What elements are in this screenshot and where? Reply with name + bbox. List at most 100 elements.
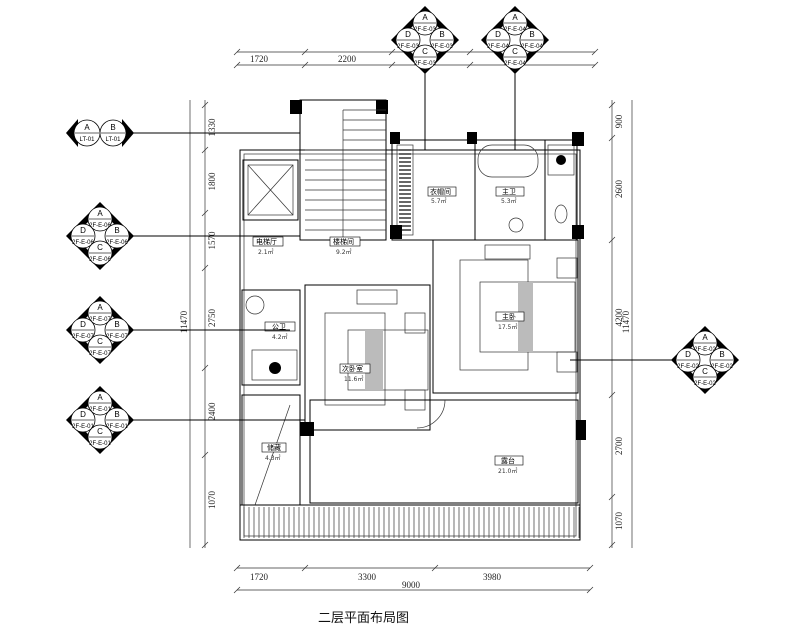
callout-letter: A xyxy=(97,303,103,312)
callout-code: 2F-E-02 xyxy=(677,364,699,370)
callout-code: 2F-E-01 xyxy=(72,424,94,430)
dim-bottom-1: 1720 xyxy=(250,572,269,582)
svg-text:电梯厅: 电梯厅 xyxy=(256,237,277,246)
callout-letter: A xyxy=(97,393,103,402)
room-label-storage: 储藏 4.3㎡ xyxy=(261,442,287,462)
dimension-value: 1570 xyxy=(207,231,217,250)
callout-letter: A xyxy=(422,13,428,22)
svg-text:储藏: 储藏 xyxy=(267,443,281,452)
callout-code: 2F-E-06 xyxy=(89,257,111,263)
svg-text:4.3㎡: 4.3㎡ xyxy=(265,454,281,462)
callout-letter: C xyxy=(422,47,428,56)
callout-letter: D xyxy=(80,410,86,419)
callout-code: 2F-E-07 xyxy=(72,334,94,340)
dim-bottom-3: 3980 xyxy=(483,572,502,582)
callout-letter: B xyxy=(114,320,119,329)
dim-top-1: 1720 xyxy=(250,54,269,64)
callout-letter: D xyxy=(495,30,501,39)
dim-top-2: 2200 xyxy=(338,54,357,64)
dim-bottom-2: 3300 xyxy=(358,572,377,582)
room-label-second-bedroom: 次卧室 11.6㎡ xyxy=(339,363,371,383)
callout-code: 2F-E-04 xyxy=(504,27,526,33)
callout-letter: B xyxy=(114,410,119,419)
building-walls xyxy=(239,99,586,541)
dimension-value: 1800 xyxy=(207,172,217,191)
svg-text:次卧室: 次卧室 xyxy=(342,364,363,373)
svg-text:露台: 露台 xyxy=(501,456,515,465)
dimension-total: 11470 xyxy=(179,310,189,333)
callout-code: LT-01 xyxy=(80,137,96,143)
callout-code: 2F-E-01 xyxy=(89,441,111,447)
svg-text:17.5㎡: 17.5㎡ xyxy=(498,323,517,331)
callout-letter: D xyxy=(80,226,86,235)
room-label-master-bedroom: 主卧 17.5㎡ xyxy=(495,311,525,331)
callout-letter: D xyxy=(685,350,691,359)
callout-code: 2F-E-06 xyxy=(106,240,128,246)
callout-letter: B xyxy=(439,30,444,39)
callout-code: 2F-E-06 xyxy=(72,240,94,246)
room-label-terrace: 露台 21.0㎡ xyxy=(494,455,524,475)
callout-code: 2F-E-03 xyxy=(414,61,436,67)
callout-code: 2F-E-06 xyxy=(89,223,111,229)
callout-code: 2F-E-02 xyxy=(694,381,716,387)
callout-code: 2F-E-01 xyxy=(89,407,111,413)
svg-text:5.7㎡: 5.7㎡ xyxy=(431,197,447,205)
room-label-master-bath: 主卫5.3㎡ xyxy=(495,186,525,205)
callout-letter: B xyxy=(719,350,724,359)
dimension-value: 1070 xyxy=(207,491,217,510)
callout-letter: C xyxy=(512,47,518,56)
dimension-value: 2750 xyxy=(207,309,217,328)
svg-text:4.2㎡: 4.2㎡ xyxy=(272,333,288,341)
callout-letter: C xyxy=(97,243,103,252)
room-label-bathroom: 公卫 4.2㎡ xyxy=(264,321,296,341)
callout-code: 2F-E-02 xyxy=(711,364,733,370)
callout-letter: A xyxy=(84,123,90,132)
svg-text:主卫: 主卫 xyxy=(502,187,516,196)
dimension-value: 2400 xyxy=(207,402,217,421)
svg-text:主卧: 主卧 xyxy=(502,312,516,321)
callout-code: 2F-E-03 xyxy=(431,44,453,50)
dim-bottom-total: 9000 xyxy=(402,580,421,590)
callout-code: 2F-E-04 xyxy=(487,44,509,50)
svg-text:9.2㎡: 9.2㎡ xyxy=(336,248,352,256)
callout-code: 2F-E-03 xyxy=(397,44,419,50)
callout-letter: D xyxy=(405,30,411,39)
dimension-total: 11470 xyxy=(621,310,631,333)
callout-code: 2F-E-07 xyxy=(89,351,111,357)
svg-text:21.0㎡: 21.0㎡ xyxy=(498,467,517,475)
svg-text:衣帽间: 衣帽间 xyxy=(430,187,451,196)
dimension-value: 2600 xyxy=(614,180,624,199)
dimension-value: 4200 xyxy=(614,308,624,327)
svg-text:公卫: 公卫 xyxy=(272,323,286,331)
dimension-value: 1330 xyxy=(207,118,217,137)
callout-letter: B xyxy=(529,30,534,39)
dimension-value: 900 xyxy=(614,114,624,128)
callout-letter: C xyxy=(702,367,708,376)
dimension-value: 1070 xyxy=(614,512,624,531)
callout-code: 2F-E-07 xyxy=(89,317,111,323)
svg-text:11.6㎡: 11.6㎡ xyxy=(344,375,363,383)
drawing-title: 二层平面布局图 xyxy=(318,611,410,626)
dimension-value: 2700 xyxy=(614,437,624,456)
callout-letter: C xyxy=(97,427,103,436)
callout-code: 2F-E-04 xyxy=(504,61,526,67)
callout-code: 2F-E-02 xyxy=(694,347,716,353)
room-label-elevator-hall: 电梯厅 2.1㎡ xyxy=(252,236,284,256)
svg-text:2.1㎡: 2.1㎡ xyxy=(258,248,274,256)
callout-letter: B xyxy=(114,226,119,235)
callout-letter: A xyxy=(97,209,103,218)
callout-letter: B xyxy=(110,123,115,132)
callout-code: 2F-E-04 xyxy=(521,44,543,50)
callout-letter: D xyxy=(80,320,86,329)
callout-letter: C xyxy=(97,337,103,346)
callout-letter: A xyxy=(702,333,708,342)
